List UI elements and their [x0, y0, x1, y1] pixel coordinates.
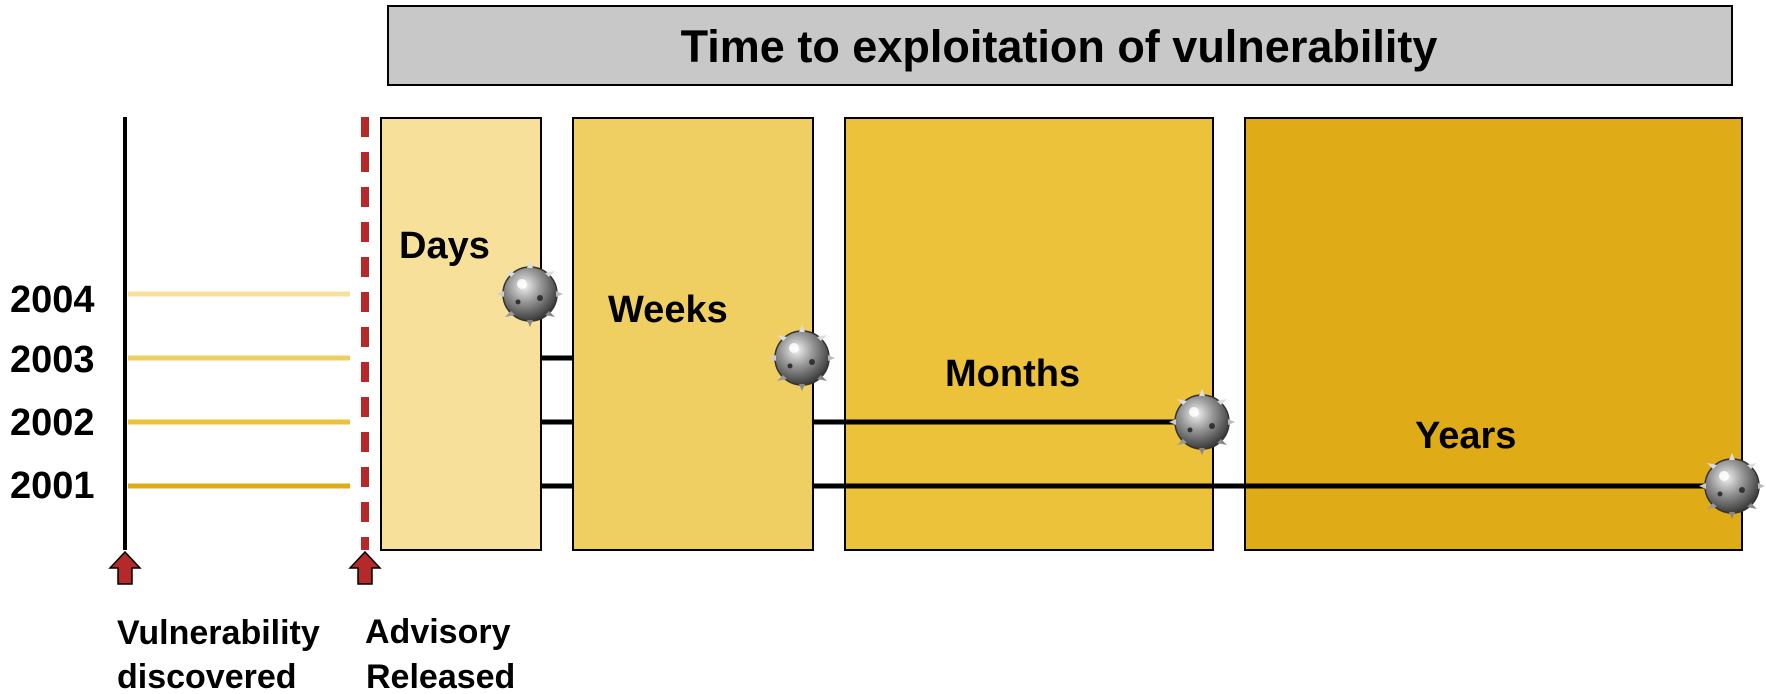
phase-label-weeks: Weeks	[608, 289, 728, 331]
year-label-2003: 2003	[10, 339, 95, 381]
mine-icon	[497, 261, 563, 327]
discovered-caption-line2: discovered	[117, 658, 297, 694]
phase-label-years: Years	[1415, 415, 1516, 457]
phase-box-months	[844, 117, 1214, 551]
discovered-caption-line1: Vulnerability	[117, 614, 320, 652]
mine-icon	[1169, 389, 1235, 455]
diagram-title: Time to exploitation of vulnerability	[681, 21, 1438, 72]
phase-label-months: Months	[945, 353, 1080, 395]
year-label-2004: 2004	[10, 279, 95, 321]
advisory-caption-line1: Advisory	[365, 613, 511, 651]
mine-icon	[1699, 453, 1765, 519]
year-label-2002: 2002	[10, 402, 95, 444]
phase-box-weeks	[572, 117, 814, 551]
up-arrow-icon	[108, 550, 142, 585]
phase-box-days	[380, 117, 542, 551]
mine-icon	[769, 325, 835, 391]
up-arrow-icon	[348, 550, 382, 585]
year-label-2001: 2001	[10, 465, 95, 507]
title-bar	[387, 5, 1733, 86]
phase-label-days: Days	[399, 225, 490, 267]
phase-box-years	[1244, 117, 1743, 551]
advisory-caption-line2: Released	[366, 658, 515, 694]
